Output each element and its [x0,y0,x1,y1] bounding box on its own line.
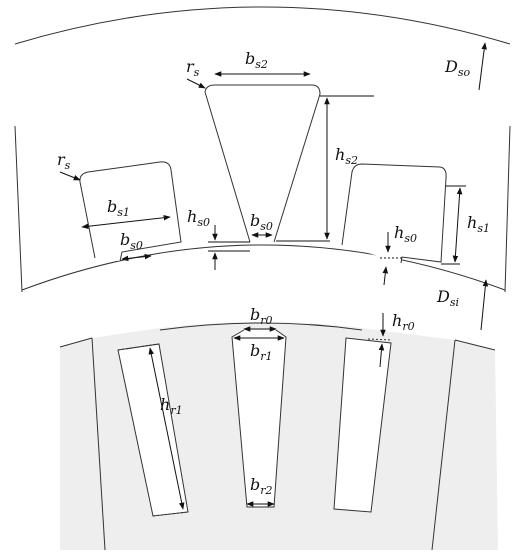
h-r0-arrow-bottom [378,343,385,368]
label-b-s0-left: bs0 [120,230,143,252]
label-h-s0-left: hs0 [187,207,210,229]
label-b-s1: bs1 [107,197,130,219]
dimension-lines [59,42,489,510]
dimension-labels: Dso Dsi rs rs bs2 hs2 bs1 bs0 bs0 hs0 hs… [57,49,490,497]
rotor-right-cut [431,339,456,551]
d-si-arrow [480,279,489,331]
stator-left-edge [14,125,23,293]
rotor-slot-right [333,337,392,513]
label-r-s-top: rs [186,57,200,79]
stator-bore-arc [21,244,506,291]
d-so-arrow [478,42,487,91]
label-h-r1: hr1 [160,395,183,417]
label-b-r1: br1 [250,341,273,363]
label-h-r0: hr0 [392,311,415,333]
label-h-s2: hs2 [335,145,358,167]
h-s1-dim [452,187,463,263]
label-r-s-left: rs [57,150,71,172]
label-b-s0-center: bs0 [250,211,273,233]
label-b-s2: bs2 [245,49,268,71]
b-s0-left-dim [121,253,152,262]
stator [14,6,511,293]
h-r1-dim [148,347,185,510]
label-d-si: Dsi [436,287,459,309]
stator-slot-right [341,163,447,264]
stator-slot-center [204,84,321,243]
r-s-top-leader [186,78,206,89]
stator-outer-arc [14,6,511,45]
b-s1-dim [81,214,171,230]
label-h-s1: hs1 [467,213,490,235]
rotor-outer-arc [59,322,496,351]
r-s-left-leader [59,171,81,181]
label-b-r2: br2 [250,475,273,497]
rotor [59,322,498,551]
label-d-so: Dso [444,57,470,79]
label-b-r0: br0 [250,305,273,327]
label-h-s0-right: hs0 [394,223,417,245]
h-s0-right-arrow-bottom [382,266,389,286]
stator-right-edge [504,125,511,293]
rotor-left-cut [91,337,106,551]
